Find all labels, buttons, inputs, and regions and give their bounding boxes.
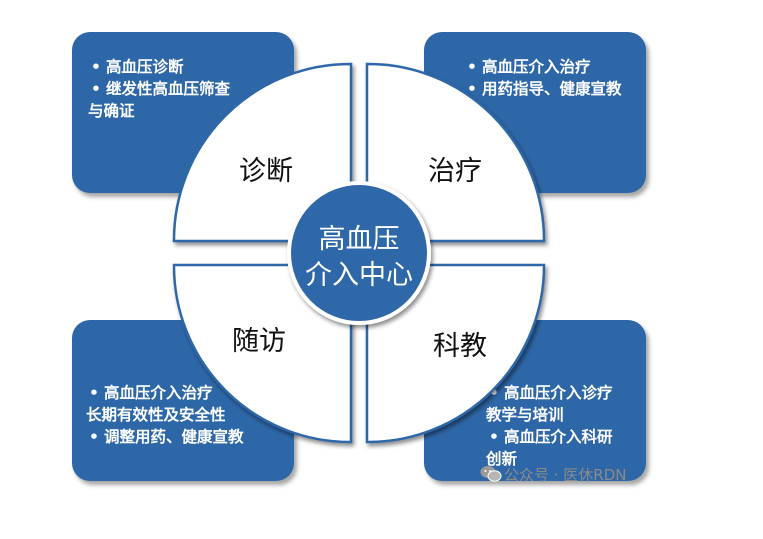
treatment-bullets: 高血压介入治疗 用药指导、健康宣教 (464, 56, 622, 100)
center-circle (287, 181, 431, 325)
watermark-text: 公众号 · 医休RDN (504, 466, 627, 484)
diagnosis-bullet-2-line1: 继发性高血压筛查 (106, 80, 231, 98)
center-label-line2: 介入中心 (305, 260, 413, 291)
followup-bullet-1-line2: 长期有效性及安全性 (86, 406, 226, 424)
treatment-bullet-1: 高血压介入治疗 (464, 56, 622, 78)
research-bullet-2-line1: 高血压介入科研 (504, 428, 613, 446)
quadrant-label-diagnosis: 诊断 (239, 156, 293, 187)
diagnosis-bullet-1-text: 高血压诊断 (106, 58, 184, 76)
diagnosis-bullet-2-line2: 与确证 (88, 102, 135, 120)
quadrant-label-treatment: 治疗 (428, 156, 482, 187)
followup-bullet-2: 调整用药、健康宣教 (86, 426, 244, 448)
research-bullet-2-line2: 创新 (486, 450, 518, 468)
quadrant-label-followup: 随访 (232, 326, 286, 357)
research-bullet-1-line1: 高血压介入诊疗 (504, 384, 613, 402)
quadrant-label-research: 科教 (433, 331, 487, 362)
center-label-line1: 高血压 (319, 224, 400, 255)
treatment-bullet-2: 用药指导、健康宣教 (464, 78, 622, 100)
research-bullet-1-line2: 教学与培训 (486, 406, 564, 424)
followup-bullet-1-line1: 高血压介入治疗 (104, 384, 213, 402)
treatment-bullet-2-text: 用药指导、健康宣教 (482, 80, 622, 98)
treatment-bullet-1-text: 高血压介入治疗 (482, 58, 591, 76)
diagnosis-bullet-1: 高血压诊断 (88, 56, 230, 78)
watermark: 公众号 · 医休RDN (480, 464, 627, 487)
followup-bullet-2-text: 调整用药、健康宣教 (104, 428, 244, 446)
wechat-icon (480, 465, 502, 487)
